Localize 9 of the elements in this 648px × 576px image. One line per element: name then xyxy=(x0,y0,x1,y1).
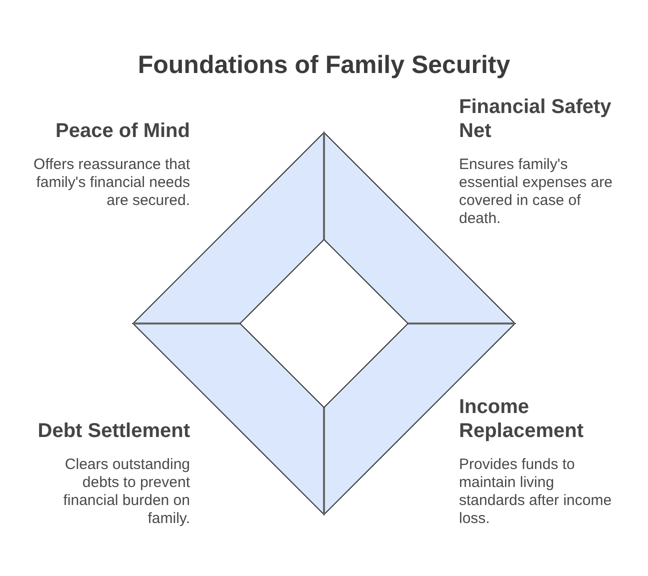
section-heading: Income Replacement xyxy=(459,395,584,443)
section-description: Provides funds to maintain living standards after income loss. xyxy=(459,456,613,528)
section-heading: Debt Settlement xyxy=(36,419,190,443)
section-heading: Peace of Mind xyxy=(54,119,190,143)
section-heading: Financial Safety Net xyxy=(459,95,612,143)
section-description: Ensures family's essential expenses are covered in case of death. xyxy=(459,156,614,228)
section-description: Clears outstanding debts to prevent financial burden on family. xyxy=(62,456,190,528)
diagram-title: Foundations of Family Security xyxy=(136,50,512,80)
section-description: Offers reassurance that family's financial needs are secured. xyxy=(32,156,190,210)
